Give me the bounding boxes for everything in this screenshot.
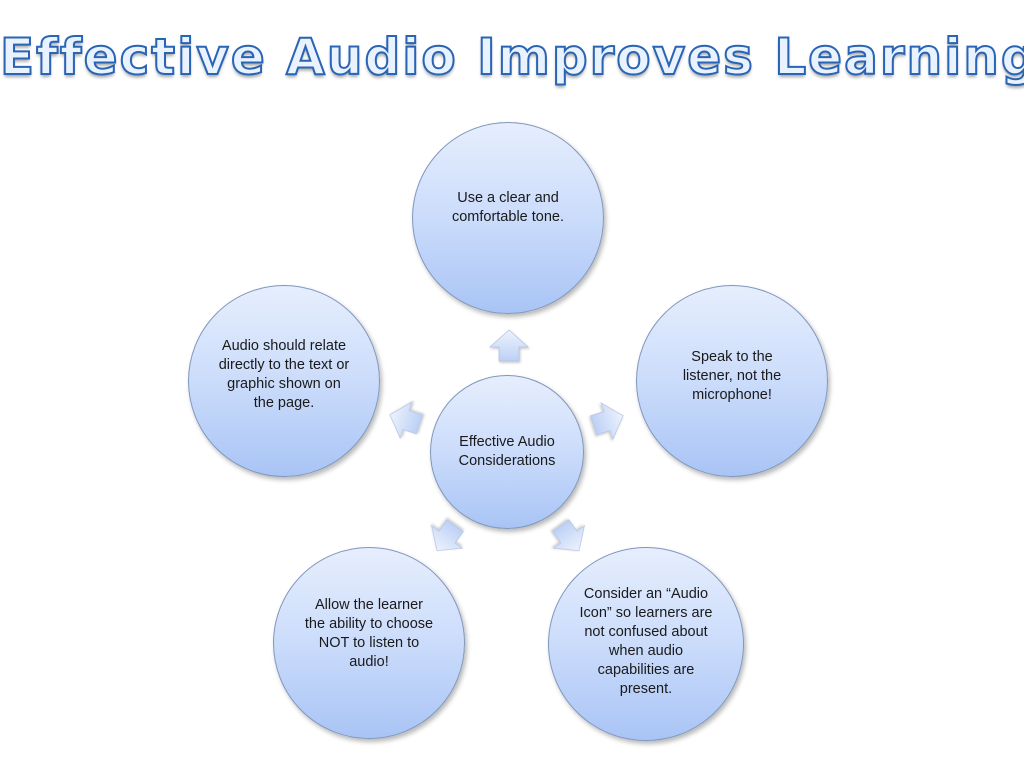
node-relate-to-text: Audio should relate directly to the text… (188, 285, 380, 477)
node-center: Effective Audio Considerations (430, 375, 584, 529)
arrow-right-icon (590, 402, 624, 441)
arrow-bottom-left-icon (431, 519, 464, 552)
node-clear-tone: Use a clear and comfortable tone. (412, 122, 604, 314)
node-choose-not-to-listen: Allow the learner the ability to choose … (273, 547, 465, 739)
node-audio-icon-text: Consider an “Audio Icon” so learners are… (579, 586, 713, 697)
node-audio-icon: Consider an “Audio Icon” so learners are… (548, 547, 744, 741)
node-speak-to-listener: Speak to the listener, not the microphon… (636, 285, 828, 477)
node-choose-not-to-listen-text: Allow the learner the ability to choose … (304, 597, 434, 670)
page-title: Effective Audio Improves Learning (0, 27, 1024, 87)
arrow-left-icon (389, 401, 423, 440)
arrow-up-icon (488, 329, 530, 362)
node-relate-to-text-text: Audio should relate directly to the text… (218, 338, 350, 411)
arrow-bottom-right-icon (552, 519, 585, 552)
node-center-text: Effective Audio Considerations (458, 434, 556, 469)
node-speak-to-listener-text: Speak to the listener, not the microphon… (682, 348, 782, 403)
node-clear-tone-text: Use a clear and comfortable tone. (451, 190, 565, 225)
